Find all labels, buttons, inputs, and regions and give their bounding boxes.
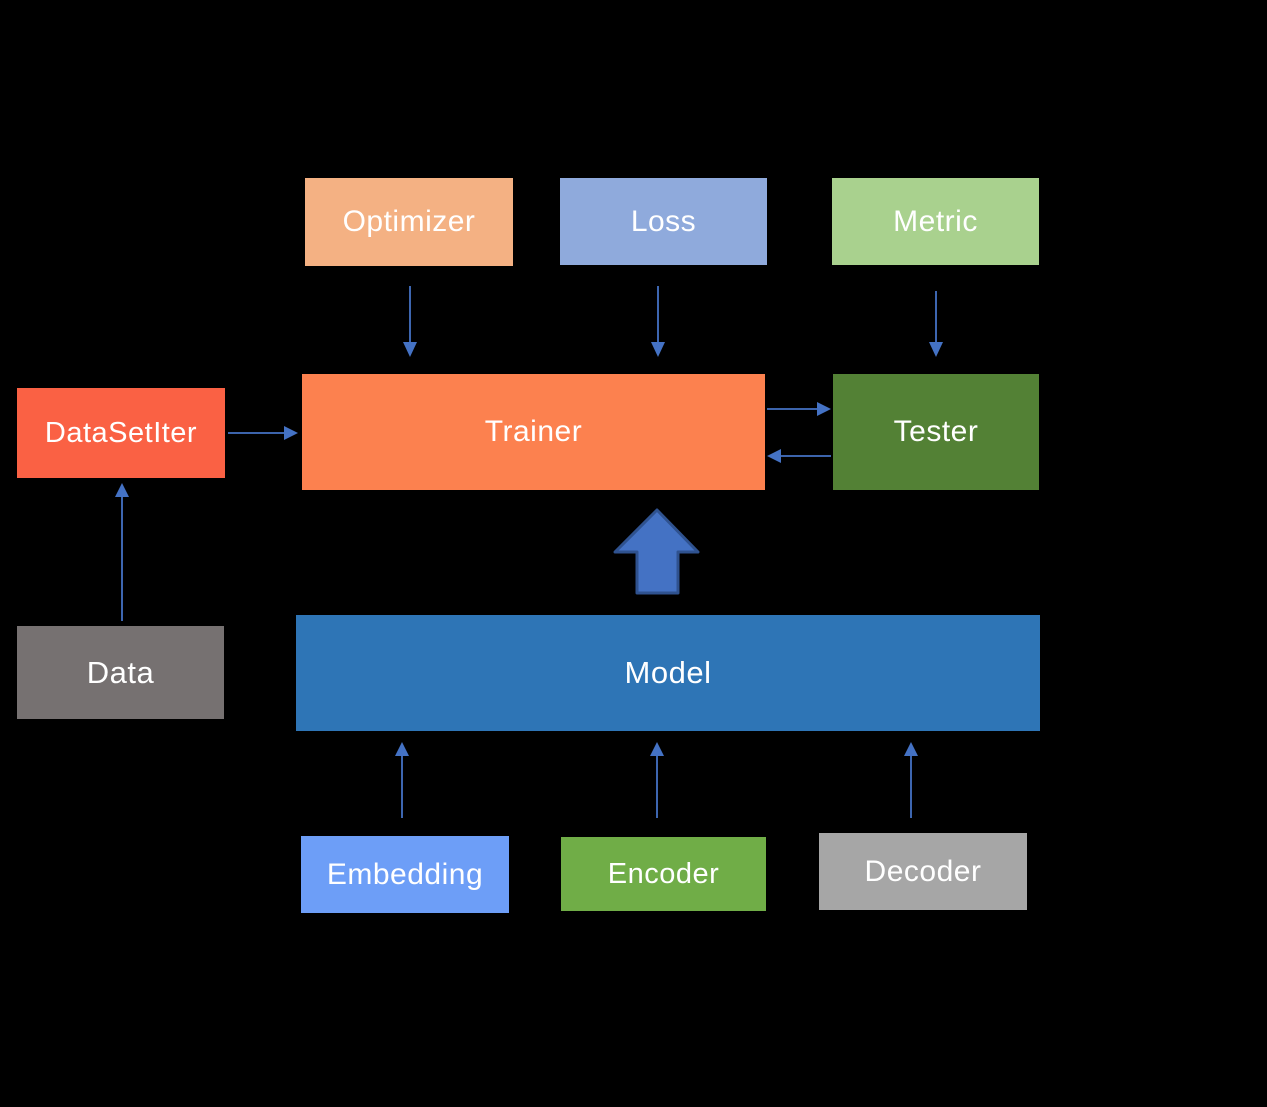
node-tester-label: Tester	[893, 415, 979, 448]
node-optimizer-label: Optimizer	[342, 205, 476, 238]
arrow-decoder-to-model	[904, 742, 918, 818]
node-metric-label: Metric	[893, 204, 978, 238]
node-embedding: Embedding	[301, 836, 509, 913]
node-embedding-label: Embedding	[326, 857, 484, 891]
node-trainer-label: Trainer	[484, 415, 583, 448]
node-tester: Tester	[833, 374, 1039, 490]
node-data-label: Data	[86, 654, 155, 690]
arrow-datasetiter-to-trainer	[228, 426, 298, 440]
arrow-embedding-to-model	[395, 742, 409, 818]
node-encoder: Encoder	[561, 837, 766, 911]
arrow-trainer-to-tester	[767, 402, 831, 416]
node-datasetiter-label: DataSetIter	[44, 416, 198, 449]
node-model-label: Model	[624, 655, 712, 690]
node-loss: Loss	[560, 178, 767, 265]
node-data: Data	[17, 626, 224, 719]
arrow-tester-to-trainer	[767, 449, 831, 463]
node-loss-label: Loss	[630, 204, 697, 238]
node-model: Model	[296, 615, 1040, 731]
arrow-optimizer-to-trainer	[403, 286, 417, 357]
arrow-metric-to-tester	[929, 291, 943, 357]
arrow-encoder-to-model	[650, 742, 664, 818]
node-trainer: Trainer	[302, 374, 765, 490]
block-arrow-model-to-trainer	[613, 508, 700, 595]
node-metric: Metric	[832, 178, 1039, 265]
node-decoder-label: Decoder	[864, 854, 982, 888]
node-optimizer: Optimizer	[305, 178, 513, 266]
arrow-loss-to-trainer	[651, 286, 665, 357]
arrow-data-to-datasetiter	[115, 483, 129, 621]
node-decoder: Decoder	[819, 833, 1027, 910]
node-encoder-label: Encoder	[607, 857, 720, 890]
node-datasetiter: DataSetIter	[17, 388, 225, 478]
